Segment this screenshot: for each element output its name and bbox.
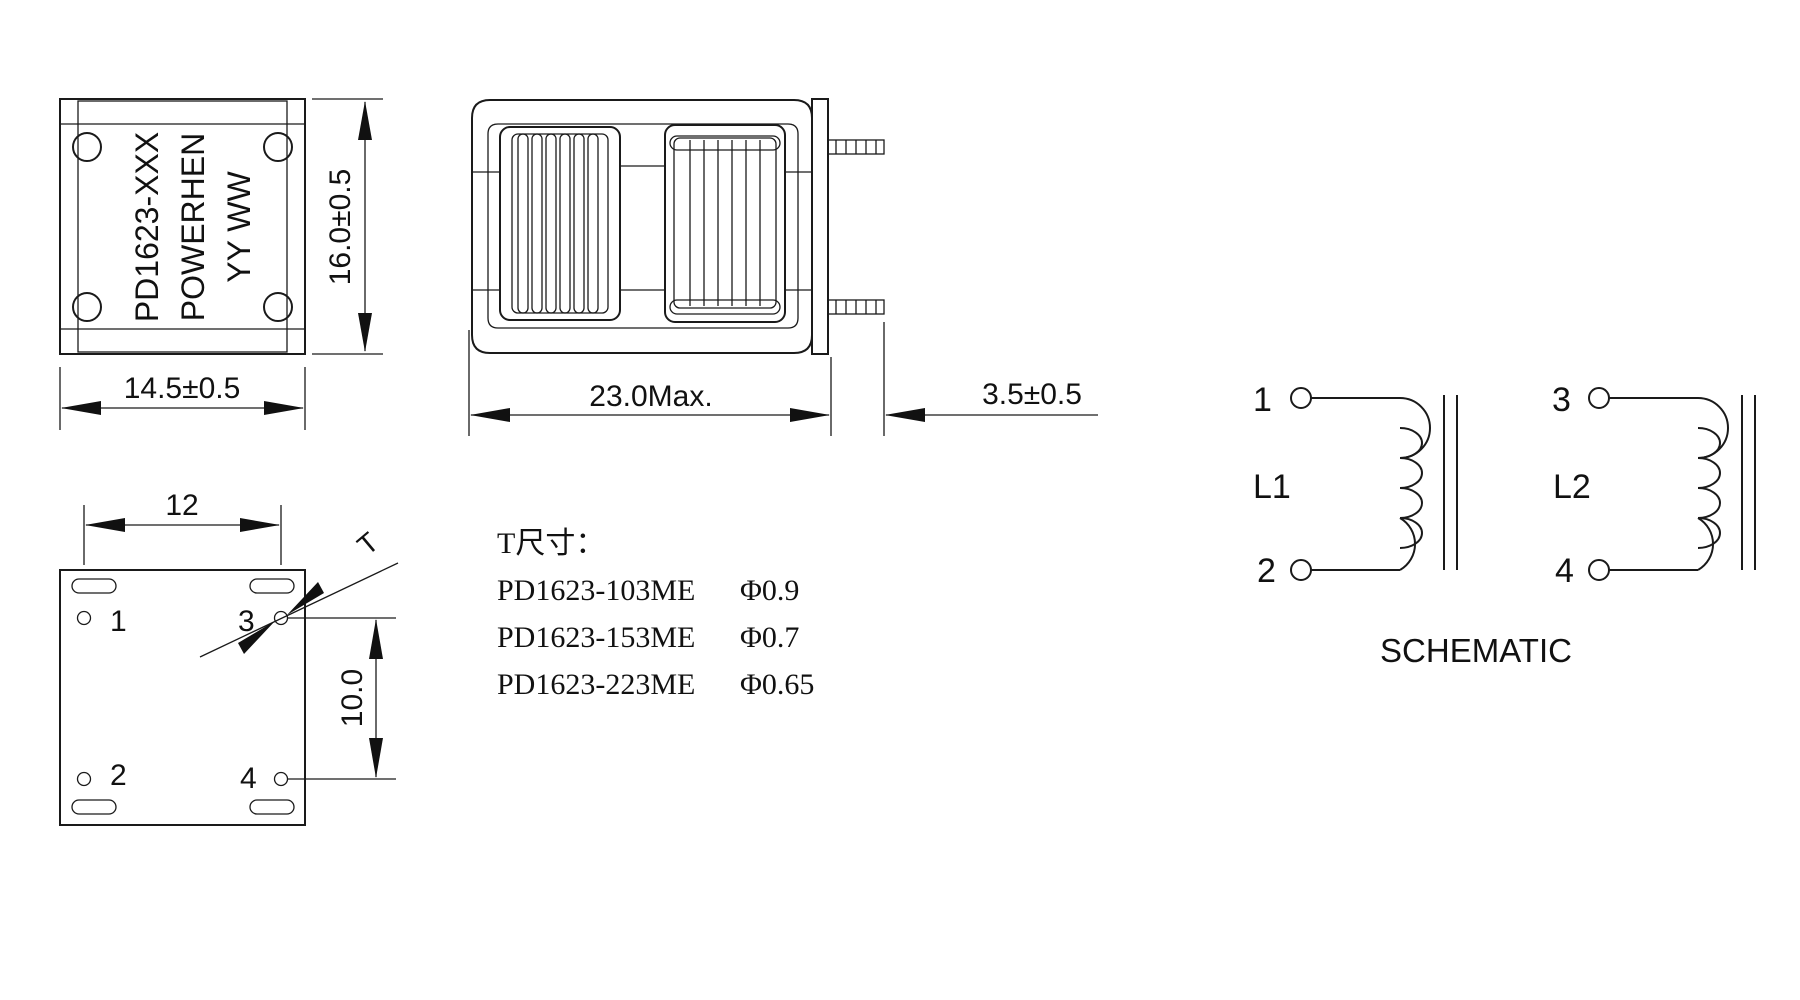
schematic-coil-1: 1 2 L1 — [1253, 381, 1458, 590]
arrowhead — [358, 101, 372, 140]
pitch-x-dimension-label: 12 — [165, 489, 198, 522]
winding-1-turns — [517, 133, 599, 314]
side-view: 23.0Max. 3.5±0.5 — [468, 98, 1098, 436]
arrowhead — [885, 408, 925, 422]
t-table-part-number: PD1623-153ME — [497, 621, 695, 654]
winding-turn — [517, 133, 529, 314]
coil-2-pin-top-label: 3 — [1552, 381, 1571, 419]
winding-turn — [573, 133, 585, 314]
top-view-outline — [59, 98, 306, 355]
terminal-4 — [1588, 559, 1610, 581]
pin-label-1: 1 — [110, 605, 127, 638]
top-view: PD1623-XXX POWERHEN YY WW 16.0±0.5 14.5±… — [59, 98, 383, 430]
coil-2-pin-bottom-label: 4 — [1555, 552, 1574, 590]
t-table-title: T尺寸： — [497, 527, 605, 560]
winding-2 — [664, 124, 786, 323]
arrowhead — [85, 518, 125, 532]
pin-hole-3 — [273, 610, 289, 626]
coil-1-pin-top-label: 1 — [1253, 381, 1272, 419]
winding-turn — [545, 133, 557, 314]
schematic-coil-2: 3 4 L2 — [1552, 381, 1756, 590]
coil-1-turn-bottom — [1399, 517, 1417, 571]
terminal-3 — [1588, 387, 1610, 409]
mount-slot — [71, 578, 117, 594]
winding-2-inner — [673, 137, 777, 309]
winding-2-bottom-lead — [669, 299, 781, 315]
arrowhead — [264, 401, 304, 415]
terminal-1 — [1290, 387, 1312, 409]
arrowhead — [358, 313, 372, 352]
arrowhead — [240, 518, 280, 532]
pin-hole-2 — [76, 771, 92, 787]
coil-2-winding — [1697, 427, 1721, 549]
t-table-diameter: Φ0.65 — [740, 668, 814, 701]
winding-turn — [587, 133, 599, 314]
mount-hole — [263, 292, 293, 322]
arrowhead — [470, 408, 510, 422]
bottom-view: 1 2 3 4 12 10.0 T — [59, 489, 399, 826]
arrowhead — [369, 619, 383, 659]
mount-slot — [249, 799, 295, 815]
arrowhead — [238, 621, 275, 654]
coil-1-label: L1 — [1253, 468, 1291, 506]
t-table-part-number: PD1623-223ME — [497, 668, 695, 701]
pitch-y-dimension-label: 10.0 — [336, 669, 369, 727]
core-outline — [471, 99, 813, 354]
arrowhead — [790, 408, 830, 422]
pin-label-3: 3 — [238, 605, 255, 638]
t-label: T — [351, 526, 384, 561]
mount-hole — [72, 132, 102, 162]
bottom-view-outline — [59, 569, 306, 826]
mount-hole — [72, 292, 102, 322]
t-table-diameter: Φ0.9 — [740, 574, 799, 607]
marking-date-code: YY WW — [221, 171, 257, 283]
top-view-inner-frame — [77, 100, 288, 353]
coil-1-winding — [1399, 427, 1423, 549]
pin-hole-1 — [76, 610, 92, 626]
arrowhead — [369, 738, 383, 778]
terminal-2 — [1290, 559, 1312, 581]
t-leader-line — [199, 562, 399, 658]
pin-label-4: 4 — [240, 762, 257, 795]
coil-1-pin-bottom-label: 2 — [1257, 552, 1276, 590]
arrowhead — [61, 401, 101, 415]
winding-1 — [499, 126, 621, 321]
mount-slot — [71, 799, 117, 815]
winding-turn — [531, 133, 543, 314]
coil-2-label: L2 — [1553, 468, 1591, 506]
mount-hole — [263, 132, 293, 162]
schematic-title: SCHEMATIC — [1380, 632, 1572, 669]
arrowhead — [287, 582, 324, 615]
core-inner-outline — [487, 123, 799, 329]
winding-2-turns — [689, 140, 761, 306]
t-dimension-table: T尺寸： PD1623-103ME Φ0.9 PD1623-153ME Φ0.7… — [497, 527, 814, 701]
winding-2-top-lead — [669, 135, 781, 151]
height-dimension-label: 16.0±0.5 — [324, 169, 357, 286]
t-table-diameter: Φ0.7 — [740, 621, 799, 654]
winding-turn — [559, 133, 571, 314]
schematic: 1 2 L1 3 4 L2 SCHE — [1253, 381, 1756, 669]
length-dimension-label: 23.0Max. — [589, 380, 712, 413]
winding-1-inner — [511, 133, 609, 314]
coil-2-turn-bottom — [1697, 517, 1715, 571]
pin-dimension-label: 3.5±0.5 — [982, 378, 1082, 411]
pin-label-2: 2 — [110, 759, 127, 792]
marking-part-number: PD1623-XXX — [129, 132, 165, 322]
pin-hole-4 — [273, 771, 289, 787]
marking-brand: POWERHEN — [175, 133, 211, 321]
width-dimension-label: 14.5±0.5 — [124, 372, 241, 405]
t-table-part-number: PD1623-103ME — [497, 574, 695, 607]
mount-slot — [249, 578, 295, 594]
base-plate — [811, 98, 829, 355]
